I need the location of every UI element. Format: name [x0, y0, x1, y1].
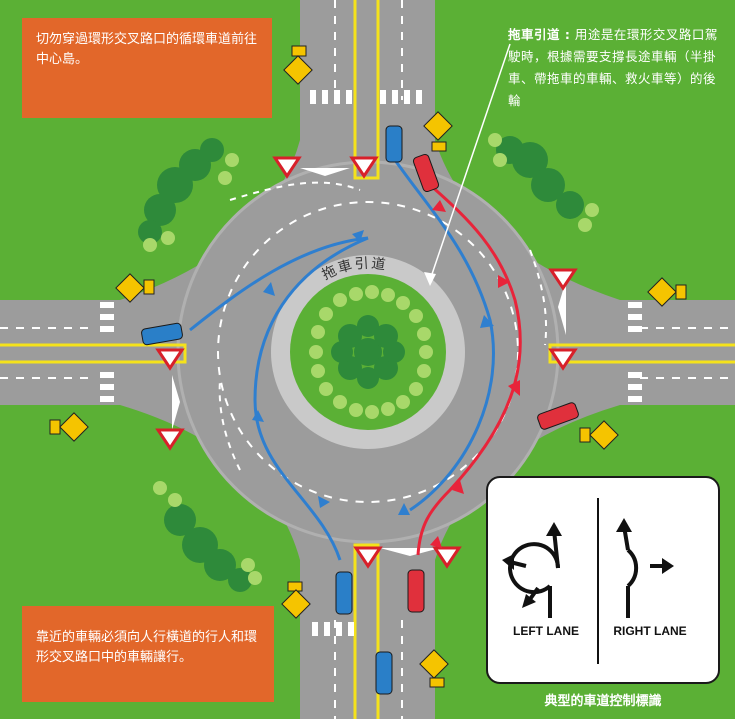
car-blue-north — [385, 125, 403, 163]
note-yield-to-pedestrians: 靠近的車輛必須向人行橫道的行人和環形交叉路口中的車輛讓行。 — [22, 606, 274, 702]
note-top-text: 切勿穿過環形交叉路口的循環車道前往中心島。 — [36, 32, 258, 67]
trees-ne — [488, 133, 599, 232]
car-red-south — [407, 569, 425, 613]
pedestrian-crossing-sign — [423, 111, 453, 152]
warning-sign-west-lower — [49, 412, 89, 442]
towing-note-body: 用途是在環形交叉路口駕駛時，根據需要支撐長途車輛（半掛車、帶拖車的車輛、救火車等… — [508, 27, 718, 108]
car-red-north — [412, 153, 440, 193]
note-bottom-text: 靠近的車輛必須向人行橫道的行人和環形交叉路口中的車輛讓行。 — [36, 630, 258, 665]
crosswalks — [100, 90, 642, 636]
car-blue-west — [141, 322, 183, 346]
warning-sign-east-lower — [579, 420, 619, 450]
yield-sign-s1 — [353, 546, 383, 569]
warning-sign-south — [281, 581, 311, 619]
roundabout-arrow-sign — [283, 45, 313, 85]
towing-note-title: 拖車引道 : — [508, 27, 571, 42]
yield-sign-w2 — [155, 428, 185, 451]
left-lane-path — [189, 159, 495, 561]
island-shrubs — [309, 285, 433, 419]
yield-sign-e2 — [548, 348, 578, 371]
warning-sign-west — [115, 273, 155, 303]
warning-sign-south-ped — [419, 649, 449, 688]
car-blue-south-2 — [375, 651, 393, 695]
towing-note: 拖車引道 : 用途是在環形交叉路口駕駛時，根據需要支撐長途車輛（半掛車、帶拖車的… — [508, 24, 726, 112]
lane-control-sign: LEFT LANE RIGHT LANE — [486, 476, 720, 684]
right-lane-arrow-icon — [622, 525, 666, 618]
trees-sw — [153, 481, 262, 592]
car-blue-south — [335, 571, 353, 615]
warning-sign-east — [647, 277, 687, 307]
sign-caption: 典型的車道控制標識 — [544, 694, 662, 709]
left-lane-arrows — [252, 230, 494, 515]
yield-sign-e1 — [548, 268, 578, 291]
yield-lines — [172, 168, 566, 556]
right-lane-arrows — [430, 200, 520, 548]
towing-pointer-line — [429, 43, 511, 281]
island-trees — [331, 315, 405, 389]
trees-nw — [138, 138, 239, 252]
car-red-east — [537, 402, 579, 430]
left-lane-label: LEFT LANE — [513, 624, 579, 638]
left-lane-arrow-icon — [508, 529, 560, 618]
right-lane-label: RIGHT LANE — [613, 624, 687, 638]
entry-dashes — [218, 181, 548, 471]
lane-control-sign-graphic — [502, 498, 674, 664]
towing-pointer-arrow — [424, 272, 436, 286]
yield-sign-n2 — [349, 156, 379, 179]
note-do-not-cross-island: 切勿穿過環形交叉路口的循環車道前往中心島。 — [22, 18, 272, 118]
right-lane-path — [416, 183, 522, 556]
yield-sign-n1 — [272, 156, 302, 179]
yield-sign-s2 — [432, 546, 462, 569]
yield-sign-w1 — [155, 348, 185, 371]
